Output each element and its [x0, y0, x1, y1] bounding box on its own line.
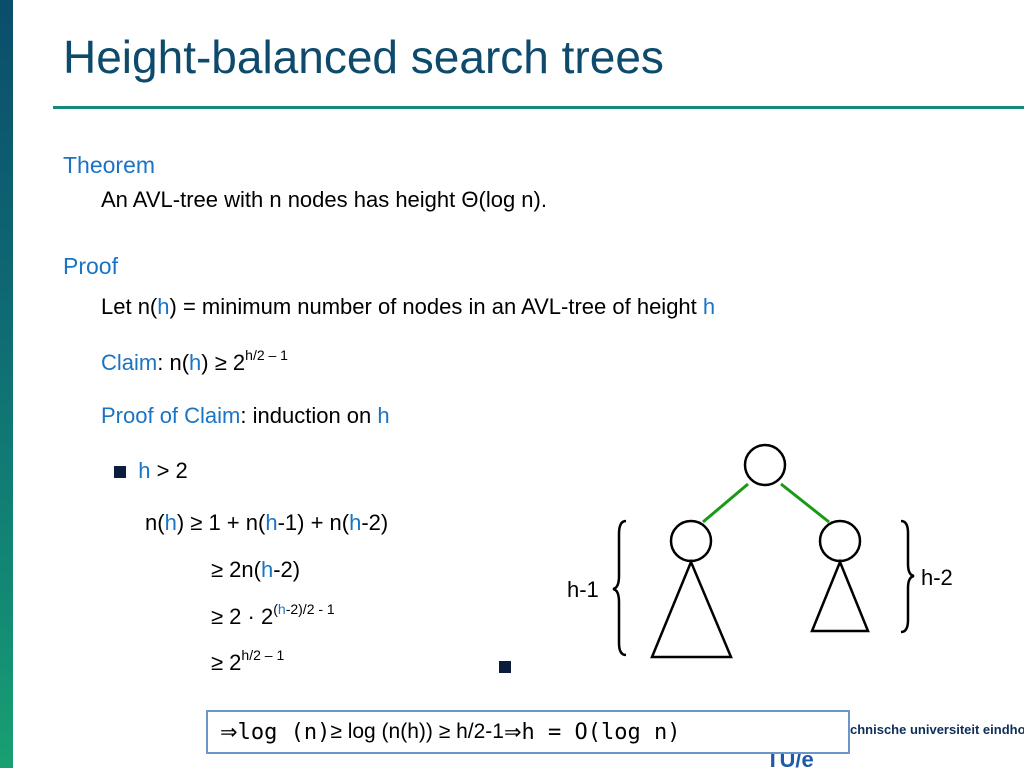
- theorem-label: Theorem: [63, 152, 156, 178]
- var-h: h: [265, 510, 278, 535]
- var-h: h: [260, 557, 274, 582]
- var-h: h: [164, 510, 177, 535]
- exponent-part: (: [273, 601, 278, 617]
- tree-edge-left: [702, 482, 749, 524]
- var-h: h: [138, 458, 151, 483]
- right-subtree-triangle: [810, 558, 870, 633]
- theorem-text: An AVL-tree with n nodes has height Θ(lo…: [101, 187, 547, 212]
- derivation-line-2: ≥ 2n(h-2): [211, 557, 300, 583]
- proof-of-claim-line: Proof of Claim: induction on h: [101, 403, 390, 429]
- implies-arrow-icon: ⇒: [220, 720, 238, 744]
- proof-of-claim-text: : induction on: [240, 403, 378, 428]
- derivation-exponent: h/2 – 1: [241, 647, 285, 663]
- conclusion-result: h = O(log n): [521, 719, 681, 745]
- root-node: [743, 443, 787, 487]
- derivation-text: n(: [145, 510, 165, 535]
- bullet-line: h > 2: [114, 458, 188, 484]
- title-divider: [53, 106, 1024, 109]
- right-height-label: h-2: [921, 565, 953, 590]
- claim-mid: ) ≥ 2: [201, 350, 246, 375]
- derivation-text: ) ≥ 1 + n(: [176, 510, 266, 535]
- derivation-text: -1) + n(: [277, 510, 350, 535]
- slide-title: Height-balanced search trees: [63, 31, 664, 83]
- tree-edge-right: [780, 482, 830, 524]
- conclusion-inequality: ≥ log (n(h)) ≥ h/2-1: [330, 720, 504, 743]
- definition-prefix: Let n(: [101, 294, 158, 319]
- implies-arrow-icon: ⇒: [503, 720, 522, 744]
- var-h: h: [702, 294, 716, 319]
- proof-label: Proof: [63, 253, 118, 279]
- proof-of-claim-label: Proof of Claim: [101, 403, 241, 428]
- derivation-text: ≥ 2n(: [211, 557, 261, 582]
- derivation-text: ≥ 2: [211, 650, 242, 675]
- derivation-text: -2): [361, 510, 389, 535]
- derivation-text: -2): [273, 557, 301, 582]
- conclusion-box: ⇒ log (n) ≥ log (n(h)) ≥ h/2-1 ⇒ h = O(l…: [206, 710, 850, 754]
- claim-label: Claim: [101, 350, 158, 375]
- tue-logo-mark: TU/e: [766, 752, 814, 768]
- right-brace: [900, 519, 915, 634]
- bullet-square-icon: [114, 466, 126, 478]
- left-child-node: [669, 519, 713, 563]
- var-h: h: [349, 510, 362, 535]
- bullet-text: > 2: [150, 458, 188, 483]
- claim-prefix: : n(: [157, 350, 190, 375]
- claim-exponent: h/2 – 1: [245, 347, 288, 363]
- left-brace: [612, 519, 627, 657]
- var-h: h: [277, 601, 286, 617]
- university-logo-text: chnische universiteit eindhoven: [850, 722, 1024, 737]
- definition-line: Let n(h) = minimum number of nodes in an…: [101, 294, 715, 320]
- sidebar-stripe: [0, 0, 13, 768]
- left-height-label: h-1: [567, 577, 599, 602]
- derivation-text: ≥ 2 · 2: [211, 604, 274, 629]
- var-h: h: [157, 294, 170, 319]
- definition-suffix: ) = minimum number of nodes in an AVL-tr…: [169, 294, 703, 319]
- right-child-node: [818, 519, 862, 563]
- claim-line: Claim: n(h) ≥ 2h/2 – 1: [101, 347, 288, 376]
- exponent-part: -2)/2 - 1: [285, 601, 335, 617]
- derivation-line-4: ≥ 2h/2 – 1: [211, 647, 285, 676]
- derivation-exponent: (h-2)/2 - 1: [273, 601, 334, 617]
- var-h: h: [189, 350, 202, 375]
- conclusion-log-n: log (n): [237, 719, 331, 745]
- end-marker-icon: [499, 661, 511, 673]
- derivation-line-3: ≥ 2 · 2(h-2)/2 - 1: [211, 601, 335, 630]
- left-subtree-triangle: [650, 558, 733, 659]
- derivation-line-1: n(h) ≥ 1 + n(h-1) + n(h-2): [145, 510, 388, 536]
- var-h: h: [377, 403, 390, 428]
